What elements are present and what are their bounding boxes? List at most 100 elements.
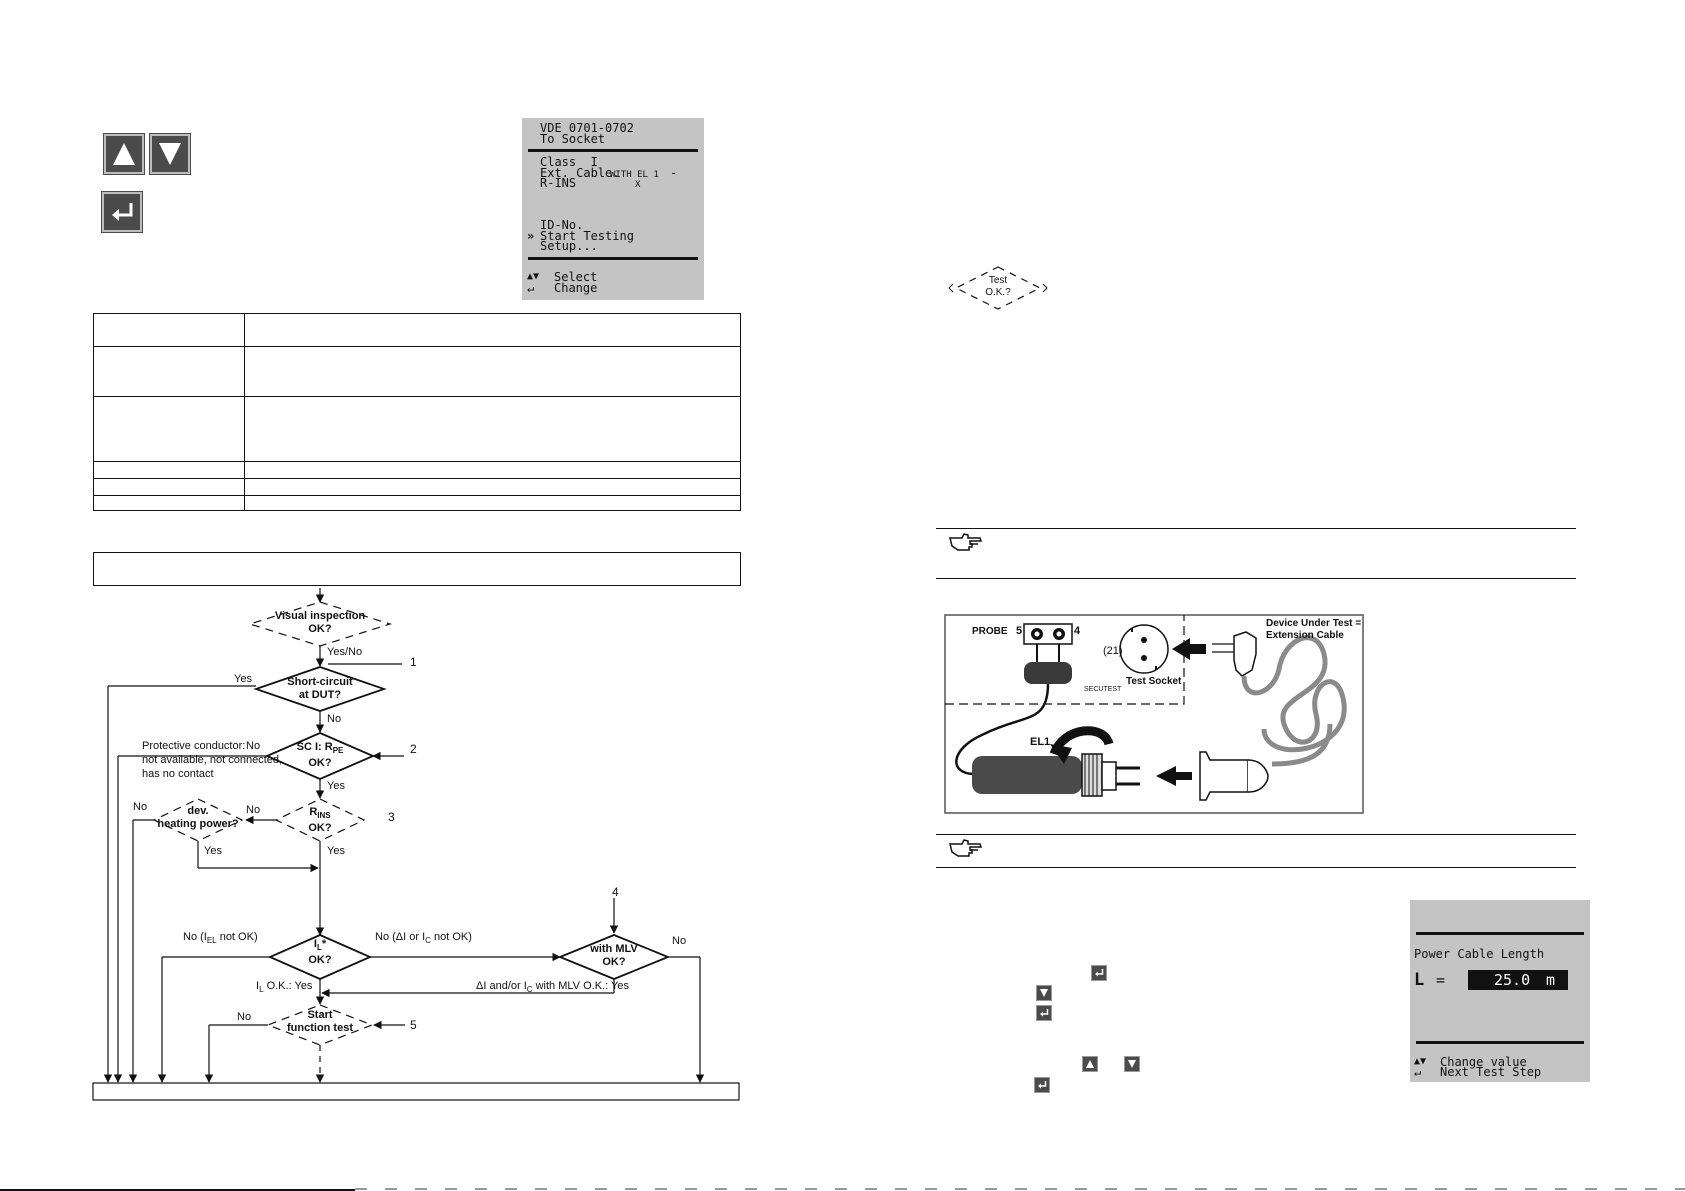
lcd-setup[interactable]: Setup...	[540, 239, 598, 253]
lcd-length-unit: m	[1546, 971, 1556, 989]
lcd-id-no[interactable]: ID-No.	[540, 218, 584, 232]
protective-conductor-label: Protective conductor:	[142, 740, 246, 752]
lcd-ext-cable-mode: WITH EL 1	[610, 170, 659, 180]
lcd-length-symbol: L	[1414, 970, 1425, 990]
leakage-no-left-sub: EL	[206, 936, 217, 946]
leakage-ok-a: I	[256, 980, 260, 992]
short-circuit-yes: Yes	[234, 673, 252, 685]
callout-5: 5	[410, 1018, 417, 1032]
lcd-class: Class I	[540, 155, 598, 169]
lcd-cable-length-title: Power Cable Length	[1414, 947, 1545, 961]
short-circuit-label: Short-circuit at DUT?	[287, 676, 353, 701]
dev-heating-label: dev. heating power?	[157, 805, 239, 830]
callout-3: 3	[388, 810, 395, 824]
mlv-ok-a: ΔI and/or I	[476, 980, 527, 992]
probe-label: PROBE	[972, 626, 1008, 637]
leakage-ok-b: O.K.: Yes	[263, 980, 313, 992]
lcd-equals: =	[1436, 971, 1446, 989]
table-cell	[93, 346, 245, 397]
lcd-change-label: Change	[554, 281, 598, 295]
down-arrow-key[interactable]	[150, 134, 190, 174]
inline-down-key-2	[1124, 1056, 1140, 1072]
down-arrow-icon	[1128, 1060, 1136, 1068]
leakage-ok-sub: L	[259, 985, 264, 995]
leakage-ok-yes: IL O.K.: Yes	[256, 980, 312, 994]
sc1-label-a: SC I: R	[296, 741, 333, 753]
lcd-length-value-box[interactable]: 25.0 m	[1468, 970, 1568, 990]
leakage-no-left: No (IEL not OK)	[183, 931, 258, 945]
lcd-cursor: »	[527, 229, 535, 243]
leakage-no-right-sub: C	[425, 936, 431, 946]
lcd-change-value-label: Change value	[1440, 1055, 1527, 1069]
down-arrow-icon	[159, 143, 181, 165]
footer-strip	[355, 1188, 1685, 1190]
table-cell	[244, 495, 741, 511]
leakage-no-right-b: not OK)	[430, 931, 472, 943]
mlv-ok-yes: ΔI and/or IC with MLV O.K.: Yes	[476, 980, 629, 994]
socket-number: (21)	[1103, 645, 1123, 657]
mlv-label: with MLV OK?	[590, 943, 638, 968]
lcd-cable-length: Power Cable Length L = 25.0 m ▲▼ Change …	[1410, 900, 1590, 1082]
protective-conductor-line3: has no contact	[142, 768, 214, 780]
leakage-label-b: * OK?	[308, 938, 332, 967]
rins-label-a: R	[309, 806, 318, 818]
el1-adapter	[972, 756, 1082, 794]
enter-icon	[1038, 1081, 1047, 1089]
probe-plug	[1024, 662, 1072, 684]
leakage-no-left-a: No (I	[183, 931, 207, 943]
secutest-label: SECUTEST	[1084, 686, 1122, 693]
pointing-hand-icon	[949, 533, 983, 551]
lcd-next-step-symbol: ↵	[1414, 1065, 1422, 1079]
enter-icon	[1095, 969, 1104, 977]
flowchart-header-box	[93, 552, 741, 586]
left-page-bottom-rule	[0, 1189, 355, 1191]
function-test-label: Start function test	[287, 1009, 353, 1034]
rins-label-sub: INS	[317, 811, 331, 821]
inline-down-key	[1036, 985, 1052, 1001]
leakage-no-right: No (ΔI or IC not OK)	[375, 931, 472, 945]
dev-heating-no-left: No	[133, 801, 148, 813]
yes-no-label: Yes/No	[327, 646, 363, 658]
function-test-no: No	[237, 1011, 252, 1023]
up-arrow-icon	[1086, 1060, 1094, 1068]
enter-key[interactable]	[102, 192, 142, 232]
note1-top-rule	[936, 528, 1576, 529]
inline-enter-key	[1091, 965, 1107, 981]
note2-top-rule	[936, 834, 1576, 835]
pointing-hand-icon-2	[949, 839, 983, 857]
leakage-no-right-a: No (ΔI or I	[375, 931, 426, 943]
lcd-ext-cable: Ext. Cable.	[540, 166, 620, 180]
rins-label: RINS OK?	[290, 806, 350, 835]
visual-inspection-label: Visual inspection OK?	[274, 610, 366, 635]
note2-bottom-rule	[936, 867, 1576, 868]
up-arrow-icon	[113, 143, 135, 165]
up-arrow-key[interactable]	[104, 134, 144, 174]
connection-diagram	[944, 614, 1364, 814]
rins-yes: Yes	[327, 845, 345, 857]
lcd-select-label: Select	[554, 270, 598, 284]
leakage-label: IL* OK?	[290, 938, 350, 967]
inline-enter-key-3	[1034, 1077, 1050, 1093]
mlv-no: No	[672, 935, 687, 947]
table-cell	[244, 396, 741, 462]
probe-terminal-4: 4	[1074, 625, 1081, 637]
lcd-rins-x: X	[635, 180, 641, 190]
rins-label-b: OK?	[308, 822, 332, 835]
lcd-connection: To Socket	[540, 132, 606, 146]
test-sequence-flowchart	[92, 588, 740, 1101]
enter-icon	[1040, 1009, 1049, 1017]
test-socket	[1119, 624, 1169, 674]
sc1-label-sub: PE	[332, 746, 344, 756]
lcd-select-symbol: ▲▼	[527, 271, 540, 282]
probe-terminal-5: 5	[1016, 625, 1023, 637]
protective-conductor-line2: not available, not connected,	[142, 754, 283, 766]
lcd-start-testing[interactable]: Start Testing	[540, 229, 634, 243]
lcd-standard: VDE 0701-0702	[540, 121, 634, 135]
dev-heating-yes: Yes	[204, 845, 222, 857]
callout-1: 1	[410, 655, 417, 669]
test-socket-label: Test Socket	[1126, 676, 1182, 687]
callout-2: 2	[410, 742, 417, 756]
parameter-table	[93, 313, 741, 511]
sc1-label-b: OK?	[308, 757, 332, 770]
lcd-length-value: 25.0	[1494, 971, 1531, 989]
